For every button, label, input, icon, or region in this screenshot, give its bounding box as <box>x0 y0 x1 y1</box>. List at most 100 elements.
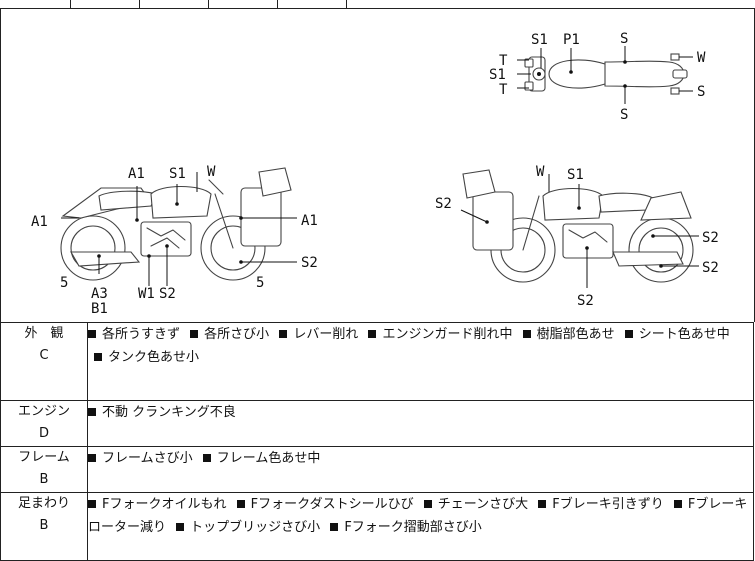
rear-wheel-shape <box>60 215 126 281</box>
label-a1-top: A1 <box>128 166 145 182</box>
bullet-square-icon <box>673 500 682 508</box>
fairing-shape <box>240 187 282 247</box>
category-cell: フレーム B <box>0 446 88 493</box>
label-w-right: W <box>536 164 545 180</box>
motorcycle-diagram-svg: T S1 T S1 P1 S W S S <box>31 31 719 317</box>
bullet-square-icon <box>88 408 96 416</box>
bullet-square-icon <box>202 454 211 462</box>
label-s2-lower: S2 <box>702 260 719 276</box>
label-s1-top: S1 <box>531 32 548 48</box>
bullet-square-icon <box>330 523 339 531</box>
bullet-square-icon <box>538 500 547 508</box>
items-cell: フレームさび小 フレーム色あせ中 <box>87 446 754 493</box>
bullet-square-icon <box>88 454 96 462</box>
row-exterior: 外 観 C 各所うすきず 各所さび小 レバー削れ エンジンガード削れ中 樹脂部色… <box>0 322 754 401</box>
category-name: 足まわり <box>17 496 70 511</box>
windscreen-shape <box>258 167 292 197</box>
right-side-bike <box>460 169 699 288</box>
left-mirror-shape <box>524 58 534 68</box>
label-s2-bottom: S2 <box>159 286 176 302</box>
bullet-square-icon <box>279 330 288 338</box>
row-suspension: 足まわり B Fフォークオイルもれ Fフォークダストシールひび チェーンさび大 … <box>0 492 754 561</box>
front-wheel-shape <box>200 215 266 281</box>
seat-shape <box>598 192 654 213</box>
headlight-dot <box>537 72 541 76</box>
exhaust-shape <box>612 251 684 267</box>
bullet-square-icon <box>624 330 633 338</box>
condition-item: チェーンさび大 <box>437 497 529 512</box>
header-divider <box>277 0 278 8</box>
label-w-top: W <box>697 50 706 66</box>
label-s-right: S <box>697 84 705 100</box>
label-p1: P1 <box>563 32 580 48</box>
seat-shape <box>98 190 158 211</box>
category-cell: エンジン D <box>0 400 88 447</box>
bullet-square-icon <box>522 330 531 338</box>
label-w1: W1 <box>138 286 155 302</box>
bullet-square-icon <box>236 500 245 508</box>
rear-turn-right-shape <box>670 87 680 95</box>
label-s2-bottom-right: S2 <box>577 293 594 309</box>
damage-diagram: T S1 T S1 P1 S W S S <box>0 8 755 322</box>
windscreen-shape <box>462 169 496 199</box>
category-name: 外 観 <box>24 326 64 341</box>
label-a3: A3 <box>91 286 108 302</box>
category-cell: 外 観 C <box>0 322 88 401</box>
condition-item: レバー削れ <box>293 327 359 342</box>
condition-item: 樹脂部色あせ <box>536 327 615 342</box>
header-divider <box>208 0 209 8</box>
tank-shape <box>542 188 604 221</box>
label-s-top: S <box>620 31 628 47</box>
label-t-lower: T <box>499 82 508 98</box>
front-fork-shape <box>214 193 234 249</box>
condition-item: Fフォーク摺動部さび小 <box>344 520 482 535</box>
label-s2-upper: S2 <box>702 230 719 246</box>
label-s1-right: S1 <box>567 167 584 183</box>
header-divider <box>70 0 71 8</box>
right-mirror-shape <box>524 81 534 91</box>
category-grade: D <box>38 426 49 441</box>
condition-item: Fブレーキローター減り <box>88 497 748 535</box>
condition-item: トップブリッジさび小 <box>190 520 321 535</box>
condition-item: Fフォークオイルもれ <box>102 497 227 512</box>
condition-item: 不動 クランキング不良 <box>102 405 236 420</box>
category-name: エンジン <box>17 404 70 419</box>
condition-item: 各所さび小 <box>204 327 270 342</box>
header-divider <box>346 0 347 8</box>
condition-item: タンク色あせ小 <box>108 350 200 365</box>
tail-shape <box>672 69 688 79</box>
bullet-square-icon <box>88 330 96 338</box>
items-cell: Fフォークオイルもれ Fフォークダストシールひび チェーンさび大 Fブレーキ引き… <box>87 492 754 561</box>
condition-item: 各所うすきず <box>102 327 181 342</box>
bullet-square-icon <box>190 330 199 338</box>
category-grade: B <box>39 472 49 487</box>
tank-shape <box>548 59 615 89</box>
engine-shape <box>562 223 614 259</box>
front-fork-shape <box>522 195 540 251</box>
condition-item: Fブレーキ引きずり <box>552 497 664 512</box>
bullet-square-icon <box>423 500 432 508</box>
bullet-square-icon <box>94 353 102 361</box>
tank-shape <box>150 186 212 219</box>
header-divider <box>139 0 140 8</box>
left-side-bike <box>60 167 297 286</box>
rear-fender-shape <box>640 191 692 221</box>
row-frame: フレーム B フレームさび小 フレーム色あせ中 <box>0 446 754 493</box>
top-view-bike <box>517 46 693 104</box>
seat-shape <box>604 60 685 88</box>
condition-item: フレームさび小 <box>102 451 193 466</box>
label-five-right: 5 <box>256 275 264 291</box>
label-s1: S1 <box>169 166 186 182</box>
category-cell: 足まわり B <box>0 492 88 561</box>
label-s2-right: S2 <box>301 255 318 271</box>
category-name: フレーム <box>18 450 70 465</box>
label-s-bottom: S <box>620 107 628 123</box>
bullet-square-icon <box>88 500 96 508</box>
label-t-upper: T <box>499 53 508 69</box>
label-s2-left: S2 <box>435 196 452 212</box>
category-grade: C <box>39 348 49 363</box>
rear-turn-left-shape <box>670 53 680 61</box>
condition-item: エンジンガード削れ中 <box>382 327 513 342</box>
condition-item: シート色あせ中 <box>638 327 730 342</box>
